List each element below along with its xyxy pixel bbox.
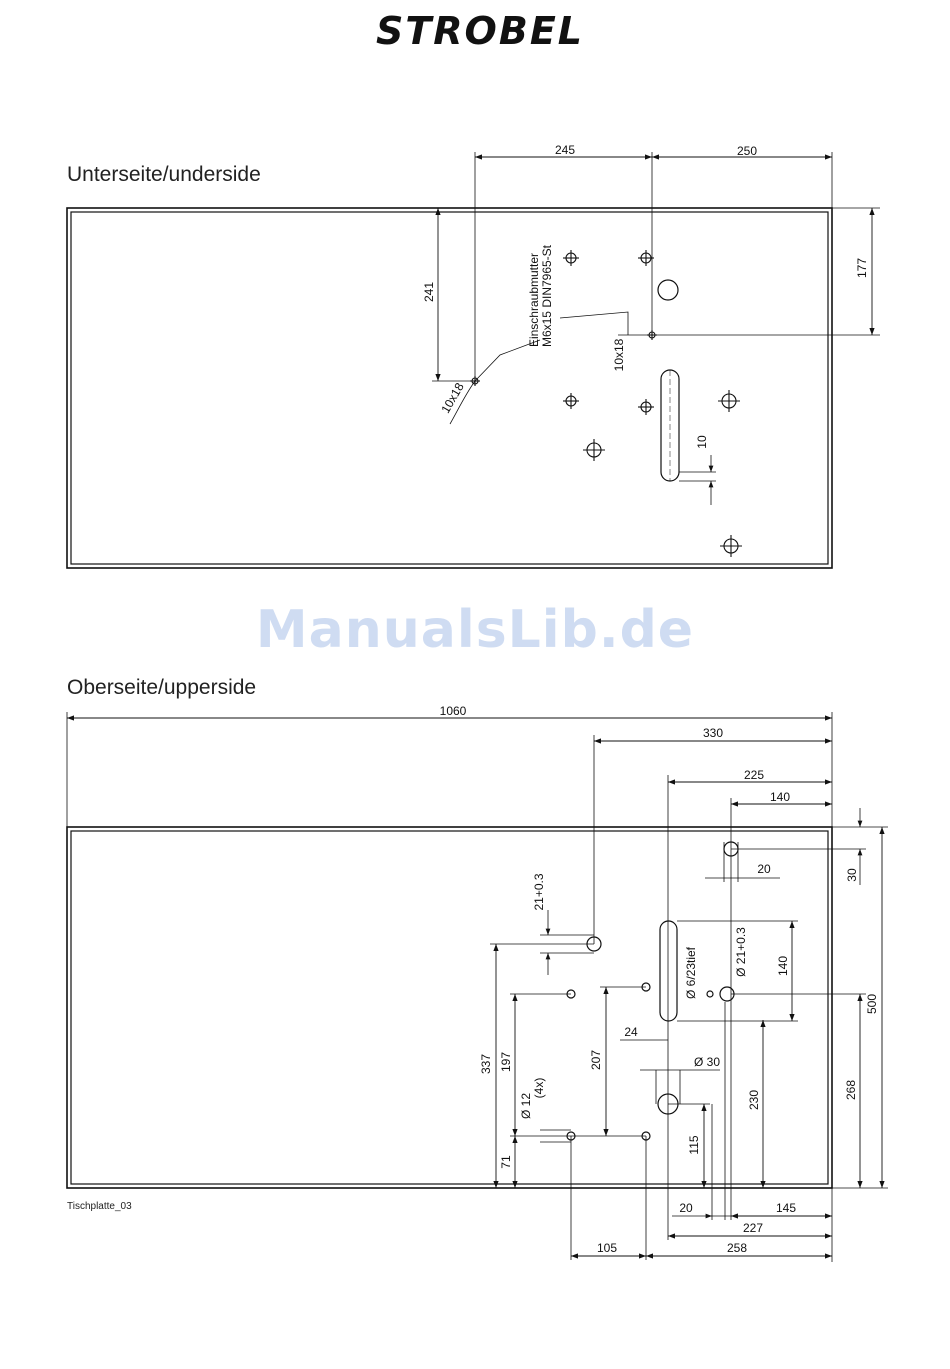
dim-115: 115: [687, 1135, 701, 1154]
hole-marker: [718, 390, 740, 412]
dim-21-left: 21+0.3: [532, 873, 546, 910]
note-line2: M6x15 DIN7965-St: [540, 244, 554, 347]
dim-10x18-left: 10x18: [438, 380, 467, 416]
dim-197: 197: [499, 1052, 513, 1072]
underside-large-hole: [658, 280, 678, 300]
dim-4x: (4x): [532, 1078, 546, 1099]
dim-245: 245: [555, 143, 575, 157]
dim-230: 230: [747, 1090, 761, 1110]
hole-marker: [647, 330, 657, 340]
dim-1060: 1060: [440, 704, 467, 718]
note-line1: Einschraubmutter: [527, 253, 541, 347]
upperside-drawing: [67, 712, 888, 1262]
dim-20a: 20: [757, 862, 771, 876]
dim-140a: 140: [770, 790, 790, 804]
dim-10: 10: [695, 435, 709, 449]
dim-330: 330: [703, 726, 723, 740]
dim-145: 145: [776, 1201, 796, 1215]
upperside-plate-inner: [71, 831, 828, 1184]
dim-250: 250: [737, 144, 757, 158]
dim-227: 227: [743, 1221, 763, 1235]
dim-140b: 140: [776, 956, 790, 976]
hole-marker: [720, 535, 742, 557]
dim-258: 258: [727, 1241, 747, 1255]
dim-30: 30: [845, 868, 859, 882]
dim-phi6: Ø 6/23tief: [684, 946, 698, 999]
underside-drawing: [67, 152, 880, 568]
upperside-plate-outer: [67, 827, 832, 1188]
dim-24: 24: [624, 1025, 638, 1039]
upperside-slot: [660, 921, 677, 1021]
dim-241: 241: [422, 282, 436, 302]
dim-268: 268: [844, 1080, 858, 1100]
dim-500: 500: [865, 994, 879, 1014]
hole-marker: [583, 439, 605, 461]
dim-phi30: Ø 30: [694, 1055, 720, 1069]
hole-marker: [563, 393, 579, 409]
dim-21-right: Ø 21+0.3: [734, 927, 748, 977]
dim-71: 71: [499, 1155, 513, 1169]
dim-337: 337: [479, 1054, 493, 1074]
dim-105: 105: [597, 1241, 617, 1255]
dim-225: 225: [744, 768, 764, 782]
dim-10x18-right: 10x18: [612, 338, 626, 371]
upperside-hole-small: [707, 991, 713, 997]
dim-177: 177: [855, 258, 869, 278]
hole-marker: [638, 399, 654, 415]
underside-holes: [470, 250, 742, 557]
dim-phi12: Ø 12: [519, 1093, 533, 1119]
dim-20b: 20: [679, 1201, 693, 1215]
dim-207: 207: [589, 1050, 603, 1070]
hole-marker: [563, 250, 579, 266]
